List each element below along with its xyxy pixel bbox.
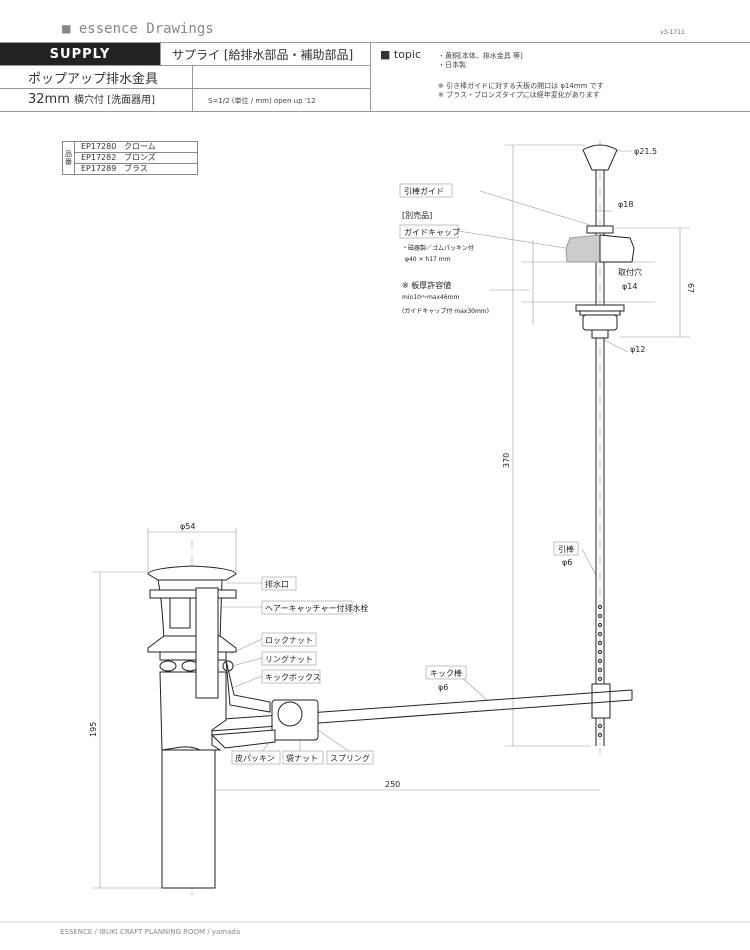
thickness-range: min10〜max46mm [402, 294, 460, 301]
size: 32mm 横穴付 [洗面器用] [28, 91, 155, 107]
label-leather-packing: 皮パッキン [235, 753, 275, 763]
label-drain-outlet: 排水口 [265, 579, 289, 589]
size-value: 32mm [28, 92, 70, 107]
dim-250: 250 [385, 780, 400, 789]
label-cap-nut: 袋ナット [286, 753, 318, 763]
label-plug: ヘアーキャッチャー付排水栓 [265, 603, 368, 613]
guide-dia: φ18 [618, 200, 633, 209]
finish: クローム [123, 142, 156, 151]
dim-54: φ54 [180, 522, 195, 531]
pull-rod-label: 引棒 [558, 544, 574, 554]
thickness-cap: (ガイドキャップ付 max30mm) [402, 307, 489, 315]
topic-label: ■ topic [380, 48, 422, 61]
topic-note: ※ ブラス・ブロンズタイプには経年変化があります [438, 91, 600, 99]
thickness-title: ※ 板厚許容値 [402, 280, 451, 290]
code: EP17280 [81, 142, 117, 151]
finish: ブラス [123, 164, 148, 173]
hole-label: 取付穴 [618, 267, 642, 277]
category: サプライ [給排水部品・補助部品] [172, 48, 354, 62]
label-spring: スプリング [330, 753, 370, 763]
divider [0, 65, 370, 66]
hole-dia: φ14 [622, 282, 637, 291]
pull-rod-dia: φ6 [562, 558, 572, 567]
divider [0, 111, 750, 112]
dim-370: 370 [502, 453, 511, 468]
code: EP17282 [81, 153, 117, 162]
dimension-lines [0, 140, 750, 923]
knob-dia: φ21.5 [634, 147, 657, 156]
divider [160, 43, 161, 65]
separate-note: [別売品] [402, 210, 432, 220]
category-badge: SUPPLY [0, 43, 160, 65]
product-code-table: 品番 EP17280 クローム EP17282 ブロンズ EP17289 ブラス [62, 141, 198, 175]
label-lock-nut: ロックナット [265, 636, 313, 645]
drain-assembly [147, 565, 319, 889]
dim-195: 195 [89, 722, 98, 737]
table-row: EP17289 ブラス [63, 163, 198, 175]
label-ring-nut: リングナット [265, 654, 313, 664]
cap-size: φ40 × h17 mm [405, 256, 451, 263]
cap-material: ・磁器製／ゴムパッキン付 [402, 244, 474, 252]
drawing-labels: φ21.5 引棒ガイド φ18 [別売品] ガイドキャップ ・磁器製／ゴムパッキ… [89, 147, 695, 789]
footer: ESSENCE / IBUKI CRAFT PLANNING ROOM / ya… [60, 928, 241, 936]
divider [0, 42, 750, 43]
version: v3-1711 [660, 29, 685, 36]
label-guide: 引棒ガイド [404, 186, 444, 196]
topic-note: ※ 引き棒ガイドに対する天板の開口は φ14mm です [438, 82, 604, 90]
code: EP17289 [81, 164, 117, 173]
kick-rod-dia: φ6 [438, 683, 448, 692]
finish: ブロンズ [123, 153, 156, 162]
pull-rod-assembly [209, 144, 635, 746]
label-guide-cap: ガイドキャップ [404, 227, 460, 237]
dim-67: 67 [686, 283, 695, 293]
topic-note: ・黄銅[本体、排水金具 等] [438, 52, 523, 60]
rod-dia-12: φ12 [630, 345, 645, 354]
label-kick-box: キックボックス [265, 673, 321, 682]
divider [370, 43, 371, 111]
topic-note: ・日本製 [438, 61, 466, 69]
product-name: ポップアップ排水金具 [28, 72, 159, 87]
scale: S=1/2 (単位 / mm) open up '12 [208, 97, 316, 105]
brand-title: ■ essence Drawings [62, 21, 214, 37]
table-row: 品番 EP17280 クローム [62, 141, 198, 175]
divider [0, 88, 370, 89]
divider [192, 65, 193, 111]
kick-rod-label: キック棒 [430, 668, 462, 678]
size-suffix: 横穴付 [洗面器用] [74, 95, 155, 106]
rod-holes [598, 605, 602, 737]
